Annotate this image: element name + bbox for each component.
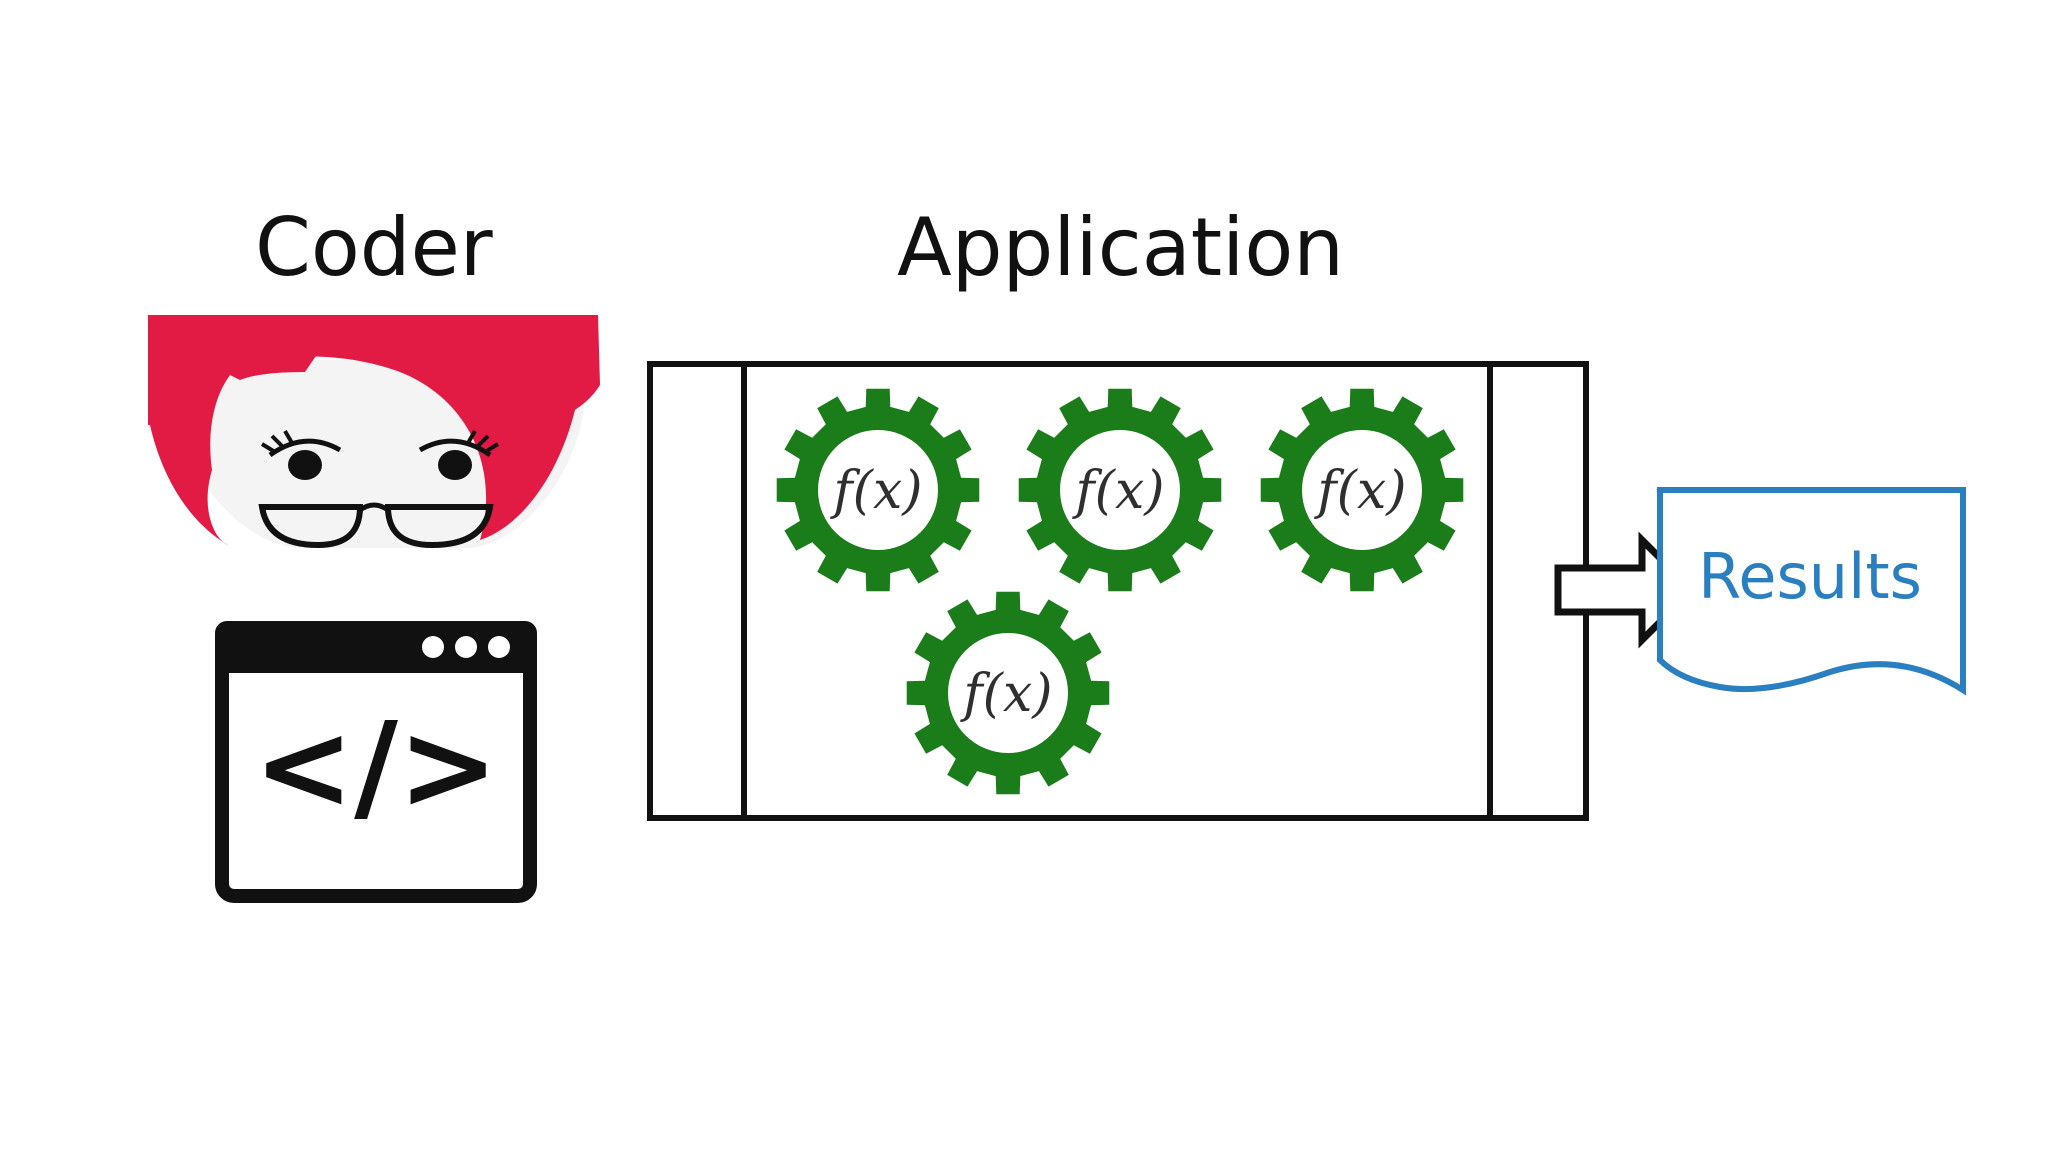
gear-icon: f(x) (1018, 388, 1222, 592)
gear-label: f(x) (1313, 461, 1406, 521)
code-window-icon: </> (215, 621, 537, 903)
gear-label: f(x) (829, 461, 922, 521)
application-title: Application (897, 201, 1344, 294)
glasses-icon (258, 502, 494, 549)
gear-icon: f(x) (1260, 388, 1464, 592)
coder-avatar-icon (148, 315, 600, 549)
right-eye-icon (418, 429, 500, 480)
gear-icon: f(x) (906, 591, 1110, 795)
gear-icon: f(x) (776, 388, 980, 592)
results-label: Results (1698, 540, 1922, 613)
svg-text:</>: </> (254, 698, 499, 837)
coder-title: Coder (255, 201, 493, 294)
gear-label: f(x) (1071, 461, 1164, 521)
gear-group: f(x) f(x) f(x) f(x) (776, 388, 1464, 795)
gear-label: f(x) (959, 664, 1052, 724)
left-eye-icon (260, 429, 342, 480)
results-document-icon: Results (1657, 487, 1966, 696)
